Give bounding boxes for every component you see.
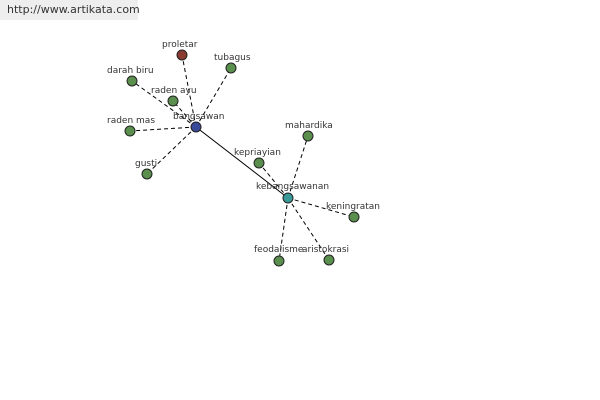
node-label-gusti: gusti <box>135 159 157 169</box>
watermark-url: http://www.artikata.com <box>0 0 140 20</box>
node-keningratan[interactable]: keningratan <box>326 202 380 223</box>
node-circle-mahardika[interactable] <box>302 130 314 142</box>
edge-kebangsawanan-aristokrasi <box>287 197 330 261</box>
node-kebangsawanan[interactable]: kebangsawanan <box>256 182 329 204</box>
node-kepriayian[interactable]: kepriayian <box>234 148 281 169</box>
node-circle-raden-ayu[interactable] <box>167 95 179 107</box>
node-circle-tubagus[interactable] <box>225 62 237 74</box>
edge-bangsawan-proletar <box>181 54 197 128</box>
node-label-raden-mas: raden mas <box>107 116 155 126</box>
edge-bangsawan-raden-mas <box>129 126 197 132</box>
edge-bangsawan-tubagus <box>195 67 232 128</box>
node-label-proletar: proletar <box>162 40 198 50</box>
node-label-aristokrasi: aristokrasi <box>302 245 349 255</box>
node-circle-gusti[interactable] <box>141 168 153 180</box>
node-label-darah-biru: darah biru <box>107 66 154 76</box>
node-feodalisme[interactable]: feodalisme <box>254 245 304 267</box>
node-label-tubagus: tubagus <box>214 53 251 63</box>
node-circle-keningratan[interactable] <box>348 211 360 223</box>
node-gusti[interactable]: gusti <box>135 159 157 180</box>
node-label-mahardika: mahardika <box>285 121 333 131</box>
node-label-bangsawan: bangsawan <box>173 112 224 122</box>
node-label-feodalisme: feodalisme <box>254 245 304 255</box>
node-bangsawan[interactable]: bangsawan <box>173 112 224 133</box>
edge-kebangsawanan-keningratan <box>287 197 355 218</box>
node-mahardika[interactable]: mahardika <box>285 121 333 142</box>
node-circle-feodalisme[interactable] <box>273 255 285 267</box>
node-circle-bangsawan[interactable] <box>190 121 202 133</box>
node-circle-aristokrasi[interactable] <box>323 254 335 266</box>
edge-kebangsawanan-kepriayian <box>258 162 289 199</box>
node-circle-darah-biru[interactable] <box>126 75 138 87</box>
node-circle-kebangsawanan[interactable] <box>282 192 294 204</box>
edges-layer <box>129 54 355 262</box>
node-label-keningratan: keningratan <box>326 202 380 212</box>
node-darah-biru[interactable]: darah biru <box>107 66 154 87</box>
node-raden-mas[interactable]: raden mas <box>107 116 155 137</box>
edge-kebangsawanan-feodalisme <box>278 197 289 262</box>
node-aristokrasi[interactable]: aristokrasi <box>302 245 349 266</box>
node-label-raden-ayu: raden ayu <box>151 86 197 96</box>
edge-kebangsawanan-mahardika <box>287 135 309 199</box>
edge-bangsawan-gusti <box>146 126 197 175</box>
nodes-layer: bangsawan kebangsawanan proletar tubagus dar… <box>107 40 380 267</box>
node-circle-kepriayian[interactable] <box>253 157 265 169</box>
node-proletar[interactable]: proletar <box>162 40 198 61</box>
edge-bangsawan-raden-ayu <box>172 100 197 128</box>
edge-bangsawan-kebangsawanan <box>195 126 289 199</box>
node-tubagus[interactable]: tubagus <box>214 53 251 74</box>
edge-bangsawan-darah-biru <box>131 80 197 128</box>
node-label-kepriayian: kepriayian <box>234 148 281 158</box>
node-circle-proletar[interactable] <box>176 49 188 61</box>
node-circle-raden-mas[interactable] <box>124 125 136 137</box>
node-raden-ayu[interactable]: raden ayu <box>151 86 197 107</box>
node-label-kebangsawanan: kebangsawanan <box>256 182 329 192</box>
